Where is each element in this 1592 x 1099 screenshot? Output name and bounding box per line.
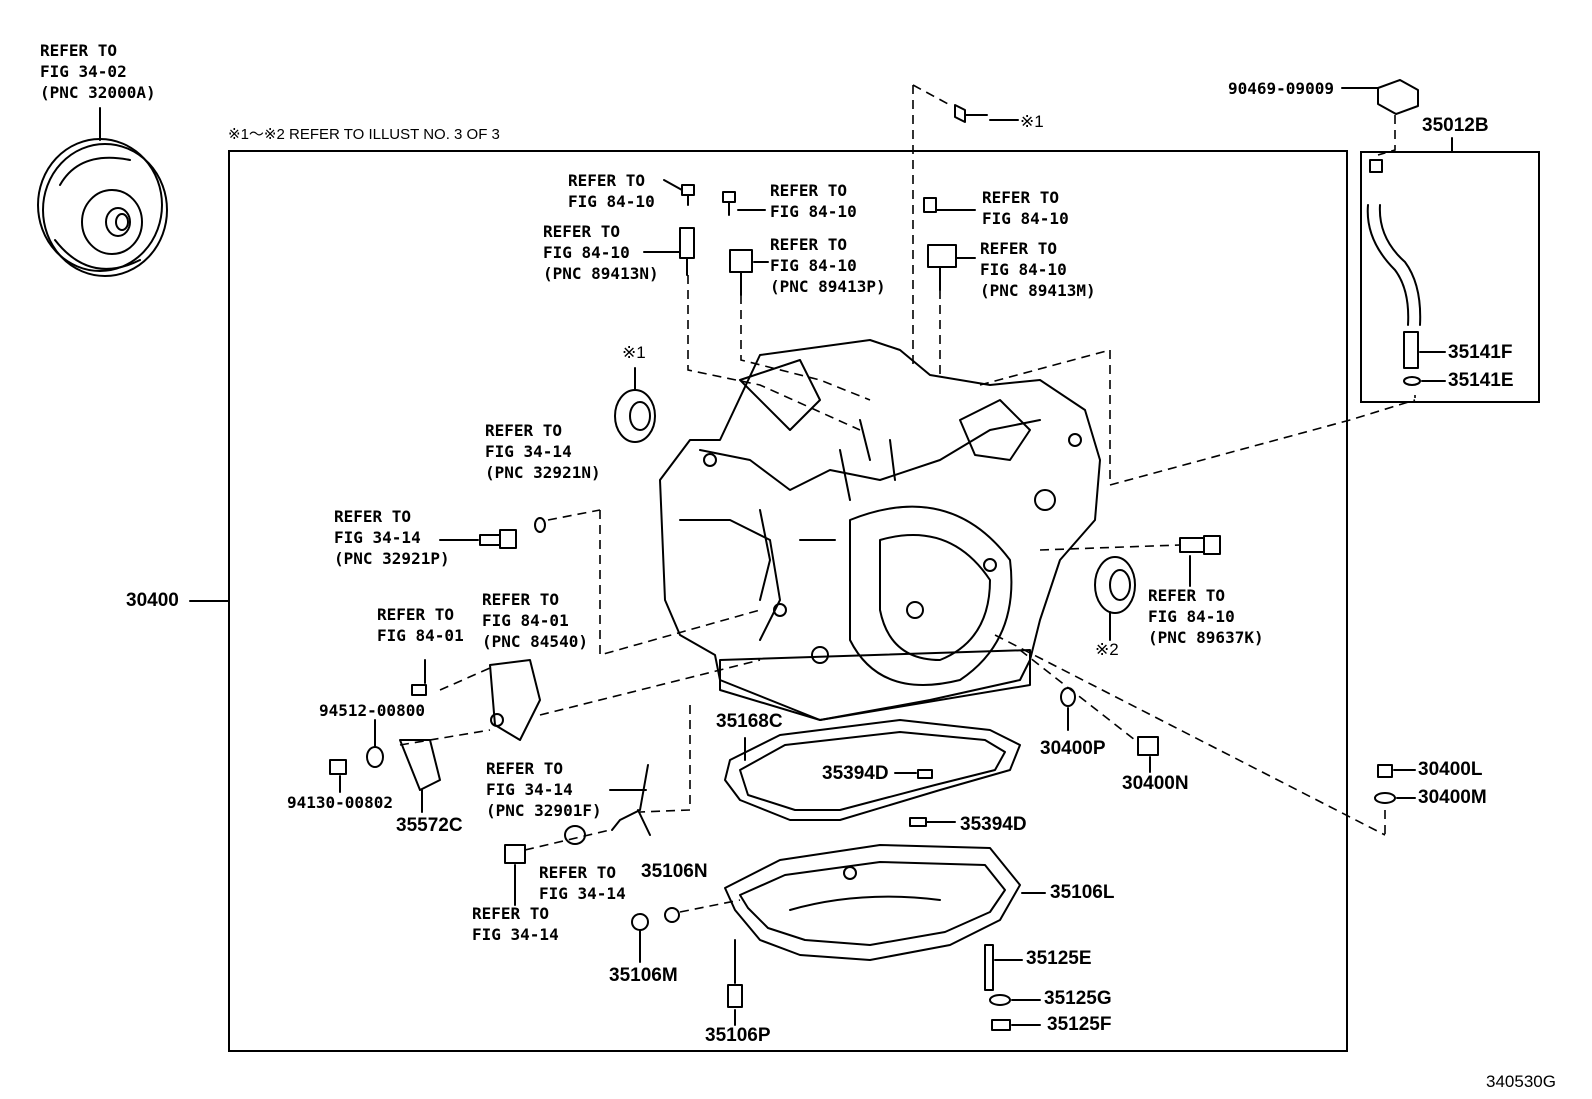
header-note: ※1～※2 REFER TO ILLUST NO. 3 OF 3 xyxy=(228,126,500,143)
torque-converter-illustration xyxy=(37,107,168,277)
sensor-bolt-b-ref: REFER TO FIG 84-10 xyxy=(770,180,857,222)
ref-line: REFER TO xyxy=(568,171,646,190)
part-30400m: 30400M xyxy=(1418,787,1487,808)
part-35141e: 35141E xyxy=(1448,370,1514,391)
part-30400n: 30400N xyxy=(1122,773,1189,794)
ref-line: (PNC 89413N) xyxy=(543,264,659,283)
ref-line: (PNC 32000A) xyxy=(40,83,156,102)
plug-32921p-ref: REFER TO FIG 34-14 (PNC 32921P) xyxy=(334,506,450,569)
ref-line: REFER TO xyxy=(543,222,621,241)
ref-line: FIG 34-14 xyxy=(334,528,421,547)
ref-line: (PNC 32921P) xyxy=(334,549,450,568)
left-side-parts xyxy=(329,517,680,963)
oil-seal-illustrations xyxy=(614,367,1136,641)
part-35125f: 35125F xyxy=(1047,1014,1112,1035)
ref-line: FIG 34-14 xyxy=(486,780,573,799)
ref-line: (PNC 32921N) xyxy=(485,463,601,482)
ref-line: FIG 84-10 xyxy=(770,202,857,221)
oring-34-14-ref: REFER TO FIG 34-14 xyxy=(539,862,626,904)
part-35012b: 35012B xyxy=(1422,115,1489,136)
part-35141f: 35141F xyxy=(1448,342,1513,363)
ref-line: (PNC 89413P) xyxy=(770,277,886,296)
part-35106n: 35106N xyxy=(641,861,708,882)
part-35106p: 35106P xyxy=(705,1025,771,1046)
ref-line: FIG 34-02 xyxy=(40,62,127,81)
ref-line: FIG 84-01 xyxy=(377,626,464,645)
sensor-bolt-a-ref: REFER TO FIG 84-10 xyxy=(568,170,655,212)
part-35106m: 35106M xyxy=(609,965,678,986)
oring-32921n-ref: REFER TO FIG 34-14 (PNC 32921N) xyxy=(485,420,601,483)
ref-line: REFER TO xyxy=(482,590,560,609)
ref-line: REFER TO xyxy=(1148,586,1226,605)
ref-line: (PNC 89637K) xyxy=(1148,628,1264,647)
sensor-bolt-c-ref: REFER TO FIG 84-10 xyxy=(982,187,1069,229)
plug-34-14-ref: REFER TO FIG 34-14 xyxy=(472,903,559,945)
ref-line: FIG 34-14 xyxy=(485,442,572,461)
part-35106l: 35106L xyxy=(1050,882,1115,903)
breather-tube-illustration xyxy=(1341,79,1453,386)
ref-line: REFER TO xyxy=(982,188,1060,207)
ref-line: REFER TO xyxy=(770,235,848,254)
part-35125e: 35125E xyxy=(1026,948,1092,969)
part-35572c: 35572C xyxy=(396,815,463,836)
ref-line: FIG 84-10 xyxy=(568,192,655,211)
lower-right-parts xyxy=(984,535,1416,1031)
ref-line: FIG 84-10 xyxy=(543,243,630,262)
ref-line: REFER TO xyxy=(539,863,617,882)
ref-line: REFER TO xyxy=(377,605,455,624)
part-30400p: 30400P xyxy=(1040,738,1106,759)
tube-32901f-ref: REFER TO FIG 34-14 (PNC 32901F) xyxy=(486,758,602,821)
part-35168c: 35168C xyxy=(716,711,783,732)
oil-pan-gasket-strainer xyxy=(724,719,1046,1026)
figure-number: 340530G xyxy=(1486,1072,1556,1091)
part-90469-09009: 90469-09009 xyxy=(1228,79,1334,98)
transaxle-case-illustration xyxy=(659,339,1101,721)
bolt-m1-illustration xyxy=(954,104,1019,123)
ref-line: REFER TO xyxy=(40,41,118,60)
ref-line: FIG 84-01 xyxy=(482,611,569,630)
ref-line: FIG 84-10 xyxy=(982,209,1069,228)
sensor-a-ref: REFER TO FIG 84-10 (PNC 89413N) xyxy=(543,221,659,284)
ref-line: (PNC 84540) xyxy=(482,632,588,651)
ref-line: FIG 84-10 xyxy=(1148,607,1235,626)
ref-line: FIG 84-10 xyxy=(980,260,1067,279)
ref-line: FIG 34-14 xyxy=(472,925,559,944)
ref-line: FIG 84-10 xyxy=(770,256,857,275)
part-30400l: 30400L xyxy=(1418,759,1483,780)
part-94512-00800: 94512-00800 xyxy=(319,701,425,720)
mark-m1-seal: ※1 xyxy=(622,343,646,362)
ref-line: REFER TO xyxy=(472,904,550,923)
breather-subassembly-frame xyxy=(1360,151,1540,403)
ref-line: REFER TO xyxy=(485,421,563,440)
ref-line: FIG 34-14 xyxy=(539,884,626,903)
mark-m2-seal: ※2 xyxy=(1095,640,1119,659)
ref-line: (PNC 32901F) xyxy=(486,801,602,820)
ref-line: REFER TO xyxy=(334,507,412,526)
part-94130-00802: 94130-00802 xyxy=(287,793,393,812)
part-35125g: 35125G xyxy=(1044,988,1112,1009)
sensor-89637k-ref: REFER TO FIG 84-10 (PNC 89637K) xyxy=(1148,585,1264,648)
sensor-c-ref: REFER TO FIG 84-10 (PNC 89413M) xyxy=(980,238,1096,301)
ref-line: REFER TO xyxy=(486,759,564,778)
ref-line: REFER TO xyxy=(980,239,1058,258)
switch-84540-ref: REFER TO FIG 84-01 (PNC 84540) xyxy=(482,589,588,652)
speed-sensor-illustrations xyxy=(643,179,976,296)
mark-m1-bolt: ※1 xyxy=(1020,112,1044,131)
ref-line: REFER TO xyxy=(770,181,848,200)
part-30400: 30400 xyxy=(126,590,179,611)
ref-line: (PNC 89413M) xyxy=(980,281,1096,300)
sensor-b-ref: REFER TO FIG 84-10 (PNC 89413P) xyxy=(770,234,886,297)
part-35394d-a: 35394D xyxy=(822,763,889,784)
torque-converter-ref: REFER TO FIG 34-02 (PNC 32000A) xyxy=(40,40,156,103)
part-35394d-b: 35394D xyxy=(960,814,1027,835)
bolt-84-01-ref: REFER TO FIG 84-01 xyxy=(377,604,464,646)
